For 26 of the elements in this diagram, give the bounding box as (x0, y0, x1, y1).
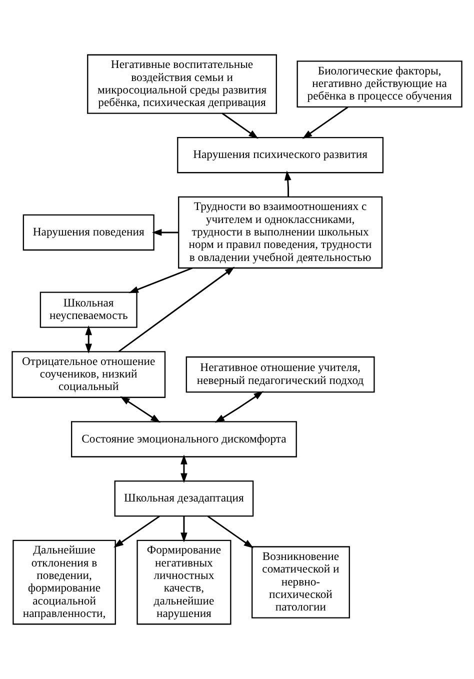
arrow (118, 266, 235, 352)
node-box: Школьная неуспеваемость (40, 292, 138, 328)
arrow (180, 454, 188, 484)
node-box: Формирование негативных личностных качеств, дальнейшие нарушения (136, 540, 232, 625)
arrow (214, 391, 264, 423)
node-box: Биологические факторы, негативно действующие на ребёнка в процессе обучения (296, 60, 462, 108)
arrow (222, 112, 258, 139)
node-box: Негативные воспитательные воздействия семьи и микросоциальной среды развития ребёнка, психическая депривация (87, 54, 277, 114)
node-box: Отрицательное отношение соучеников, низкий социальный (12, 351, 166, 398)
node-box: Нарушения поведения (22, 214, 154, 251)
node-box: Трудности во взаимоотношениях с учителем и одноклассниками, трудности в выполнении школьных норм и правил поведения, трудности в овладении учебной деятельностью (178, 196, 383, 269)
node-box: Нарушения психического развития (177, 137, 384, 174)
arrow (128, 267, 193, 294)
node-box: Состояние эмоционального дискомфорта (71, 421, 297, 458)
node-box: Дальнейшие отклонения в поведении, формирование асоциальной направленности, (12, 540, 116, 625)
arrow (302, 106, 348, 139)
arrow (85, 325, 92, 354)
arrow (152, 229, 179, 236)
arrow (114, 516, 160, 548)
node-box: Негативное отношение учителя, неверный педагогический подход (186, 356, 375, 393)
arrow (207, 516, 254, 548)
arrow (120, 396, 160, 423)
arrow (180, 516, 188, 542)
arrow (284, 170, 292, 197)
node-box: Возникновение соматической и нервно-психической патологии (252, 546, 350, 618)
node-box: Школьная дезадаптация (114, 480, 254, 517)
